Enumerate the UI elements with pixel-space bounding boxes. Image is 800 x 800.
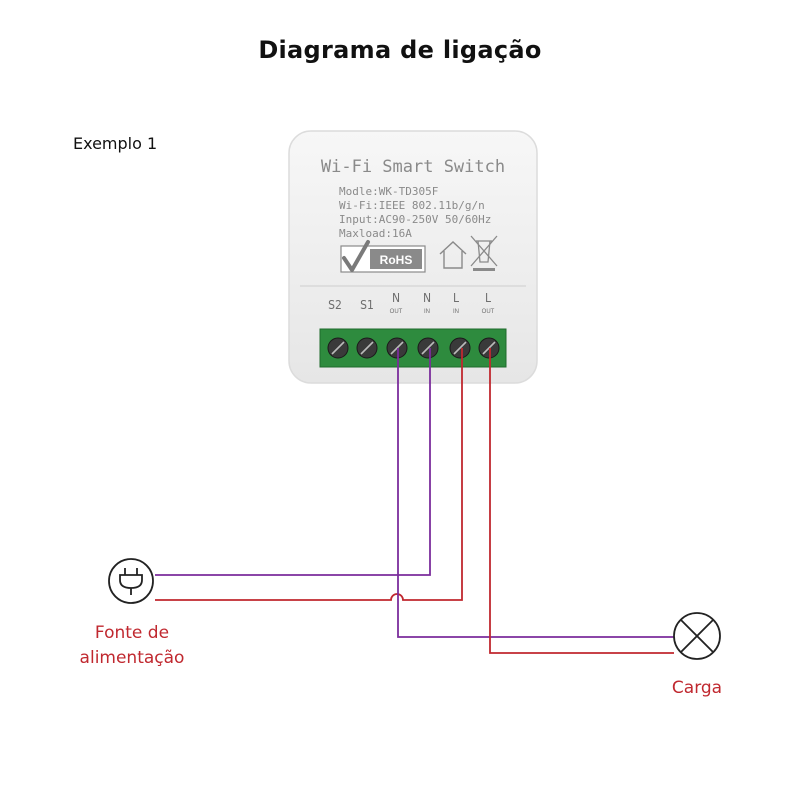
terminal-label-s1: S1: [360, 298, 374, 312]
house-icon: [439, 241, 467, 269]
terminal-screw-n-out: [386, 337, 408, 359]
example-label: Exemplo 1: [73, 134, 158, 153]
terminal-block: [319, 328, 507, 368]
device-name: Wi-Fi Smart Switch: [321, 157, 505, 177]
terminal-labels: S2 S1 N OUT N IN L IN L OUT: [328, 291, 495, 315]
wire-live-out: [489, 348, 674, 654]
wire-neutral-out: [397, 348, 674, 638]
terminal-screw-s1: [356, 337, 378, 359]
terminal-screw-l-out: [478, 337, 500, 359]
power-plug-icon: [108, 558, 154, 604]
spec-maxload: Maxload:16A: [339, 227, 412, 240]
terminal-label-l-out: L: [485, 291, 491, 305]
spec-input: Input:AC90-250V 50/60Hz: [339, 213, 491, 226]
rohs-check-icon: RoHS: [340, 240, 426, 273]
terminal-label-n-in: N: [423, 291, 431, 305]
terminal-sub-n-out: OUT: [390, 309, 403, 315]
power-source-label-line2: alimentação: [80, 648, 185, 668]
wire-live-in: [155, 348, 463, 601]
crossed-bin-icon: [470, 235, 498, 271]
terminal-label-l-in: L: [453, 291, 459, 305]
spec-wifi: Wi-Fi:IEEE 802.11b/g/n: [339, 199, 485, 212]
terminal-screw-l-in: [449, 337, 471, 359]
load-label: Carga: [672, 678, 722, 698]
terminal-screw-n-in: [417, 337, 439, 359]
terminal-screw-s2: [327, 337, 349, 359]
page-title: Diagrama de ligação: [258, 36, 542, 64]
rohs-label: RoHS: [380, 253, 413, 267]
smart-switch-device: Wi-Fi Smart Switch Modle:WK-TD305F Wi-Fi…: [288, 130, 538, 384]
terminal-label-n-out: N: [392, 291, 400, 305]
lamp-icon: [673, 612, 721, 660]
terminal-label-s2: S2: [328, 298, 342, 312]
power-source-label-line1: Fonte de: [95, 623, 169, 643]
wire-neutral-in: [155, 348, 431, 576]
terminal-sub-l-in: IN: [453, 309, 459, 315]
terminal-sub-l-out: OUT: [482, 309, 495, 315]
wiring: [155, 348, 674, 654]
spec-model: Modle:WK-TD305F: [339, 185, 438, 198]
terminal-sub-n-in: IN: [424, 309, 430, 315]
